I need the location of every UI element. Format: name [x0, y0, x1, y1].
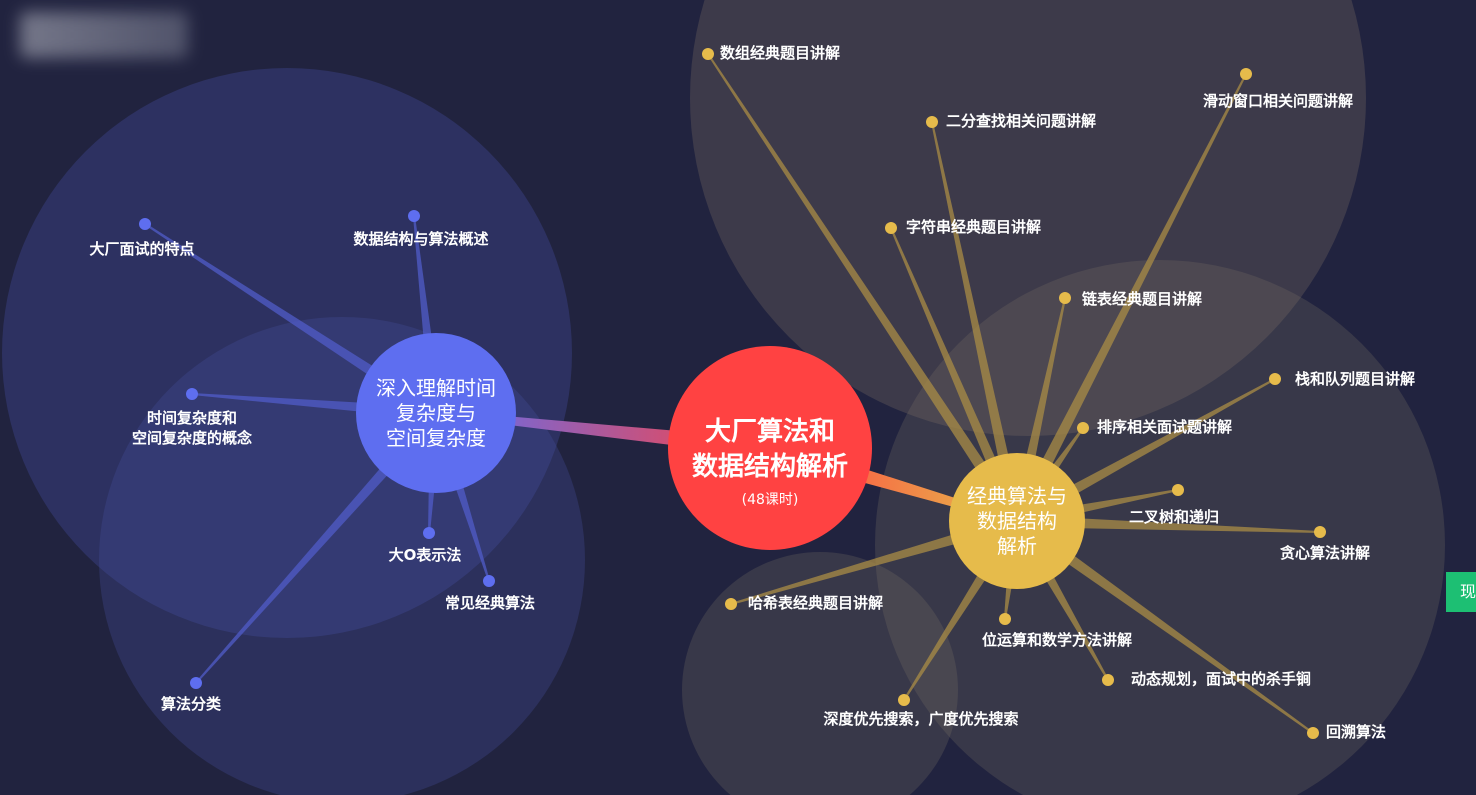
- root-label: 大厂算法和: [705, 416, 835, 447]
- right-leaf-edge: [707, 53, 1023, 525]
- node-dot: [1077, 422, 1089, 434]
- node-label: 空间复杂度的概念: [132, 429, 252, 447]
- halo-circle: [682, 552, 958, 795]
- node-label: 回溯算法: [1326, 723, 1386, 741]
- node-dot: [1314, 526, 1326, 538]
- node-dot: [139, 218, 151, 230]
- right-leaf-edge: [1011, 73, 1247, 524]
- node-dot: [898, 694, 910, 706]
- node-label: 深度优先搜索，广度优先搜索: [823, 710, 1018, 728]
- right-leaf-edge: [1014, 378, 1276, 527]
- node-label: 大厂面试的特点: [89, 240, 194, 258]
- left-leaf-edge: [144, 223, 440, 419]
- right-leaf-node[interactable]: 二叉树和递归: [1129, 484, 1219, 526]
- right-leaf-edge: [1013, 516, 1314, 734]
- node-dot: [1307, 727, 1319, 739]
- node-label: 大O表示法: [389, 546, 462, 564]
- node-dot: [483, 575, 495, 587]
- node-label: 时间复杂度和: [147, 409, 237, 427]
- right-leaf-node[interactable]: 数组经典题目讲解: [702, 44, 840, 62]
- node-label: 滑动窗口相关问题讲解: [1203, 92, 1353, 110]
- node-label: 数组经典题目讲解: [720, 44, 840, 62]
- right-leaf-edge: [730, 515, 1019, 605]
- right-leaf-node[interactable]: 字符串经典题目讲解: [885, 218, 1041, 236]
- node-dot: [1059, 292, 1071, 304]
- logo: [20, 12, 188, 58]
- node-label: 位运算和数学方法讲解: [982, 631, 1132, 649]
- right-leaf-node[interactable]: 二分查找相关问题讲解: [926, 112, 1096, 130]
- right-leaf-node[interactable]: 位运算和数学方法讲解: [982, 613, 1132, 649]
- side-button[interactable]: 现: [1446, 572, 1476, 612]
- right-leaf-node[interactable]: 栈和队列题目讲解: [1269, 370, 1415, 388]
- node-dot: [926, 116, 938, 128]
- node-label: 链表经典题目讲解: [1082, 290, 1202, 308]
- root-circle: [668, 346, 872, 550]
- node-dot: [190, 677, 202, 689]
- node-label: 常见经典算法: [445, 594, 535, 612]
- node-dot: [1269, 373, 1281, 385]
- right-hub-circle: [949, 453, 1085, 589]
- right-hub-label: 经典算法与: [967, 484, 1067, 508]
- left-leaf-node[interactable]: 算法分类: [161, 677, 222, 713]
- node-label: 贪心算法讲解: [1280, 544, 1370, 562]
- node-label: 字符串经典题目讲解: [906, 218, 1041, 236]
- node-label: 栈和队列题目讲解: [1295, 370, 1415, 388]
- left-leaf-node[interactable]: 大O表示法: [389, 527, 462, 564]
- right-leaf-node[interactable]: 排序相关面试题讲解: [1077, 418, 1232, 436]
- right-leaf-node[interactable]: 滑动窗口相关问题讲解: [1203, 68, 1353, 110]
- left-leaf-node[interactable]: 数据结构与算法概述: [353, 210, 489, 248]
- right-hub-label: 解析: [997, 534, 1037, 558]
- left-hub-circle: [356, 333, 516, 493]
- node-dot: [1172, 484, 1184, 496]
- left-hub-label: 空间复杂度: [386, 426, 486, 450]
- right-leaf-edge: [1016, 515, 1321, 533]
- node-label: 排序相关面试题讲解: [1097, 418, 1232, 436]
- node-dot: [999, 613, 1011, 625]
- right-hub-label: 数据结构: [977, 509, 1057, 533]
- right-leaf-node[interactable]: 哈希表经典题目讲解: [725, 594, 883, 612]
- node-dot: [702, 48, 714, 60]
- right-leaf-node[interactable]: 贪心算法讲解: [1280, 526, 1370, 562]
- node-dot: [1240, 68, 1252, 80]
- node-label: 哈希表经典题目讲解: [748, 594, 883, 612]
- node-label: 数据结构与算法概述: [353, 230, 488, 248]
- right-leaf-node[interactable]: 深度优先搜索，广度优先搜索: [823, 694, 1019, 728]
- right-leaf-node[interactable]: 动态规划，面试中的杀手锏: [1102, 670, 1311, 688]
- left-leaf-edge: [195, 409, 441, 684]
- halo-circle: [690, 0, 1366, 436]
- node-label: 动态规划，面试中的杀手锏: [1131, 670, 1311, 688]
- node-dot: [725, 598, 737, 610]
- left-hub-label: 复杂度与: [396, 401, 476, 425]
- node-dot: [408, 210, 420, 222]
- node-dot: [1102, 674, 1114, 686]
- node-label: 二分查找相关问题讲解: [946, 112, 1096, 130]
- left-leaf-node[interactable]: 大厂面试的特点: [89, 218, 195, 258]
- node-label: 二叉树和递归: [1129, 508, 1219, 526]
- node-dot: [186, 388, 198, 400]
- node-label: 算法分类: [161, 695, 222, 713]
- left-hub-label: 深入理解时间: [376, 376, 496, 400]
- node-dot: [423, 527, 435, 539]
- right-leaf-node[interactable]: 链表经典题目讲解: [1059, 290, 1202, 308]
- right-leaf-edge: [931, 121, 1023, 523]
- right-leaf-node[interactable]: 回溯算法: [1307, 723, 1386, 741]
- left-leaf-node[interactable]: 常见经典算法: [445, 575, 535, 612]
- root-label: 数据结构解析: [692, 452, 848, 482]
- node-dot: [885, 222, 897, 234]
- right-leaf-edge: [890, 227, 1023, 524]
- root-label: (48课时): [742, 492, 799, 508]
